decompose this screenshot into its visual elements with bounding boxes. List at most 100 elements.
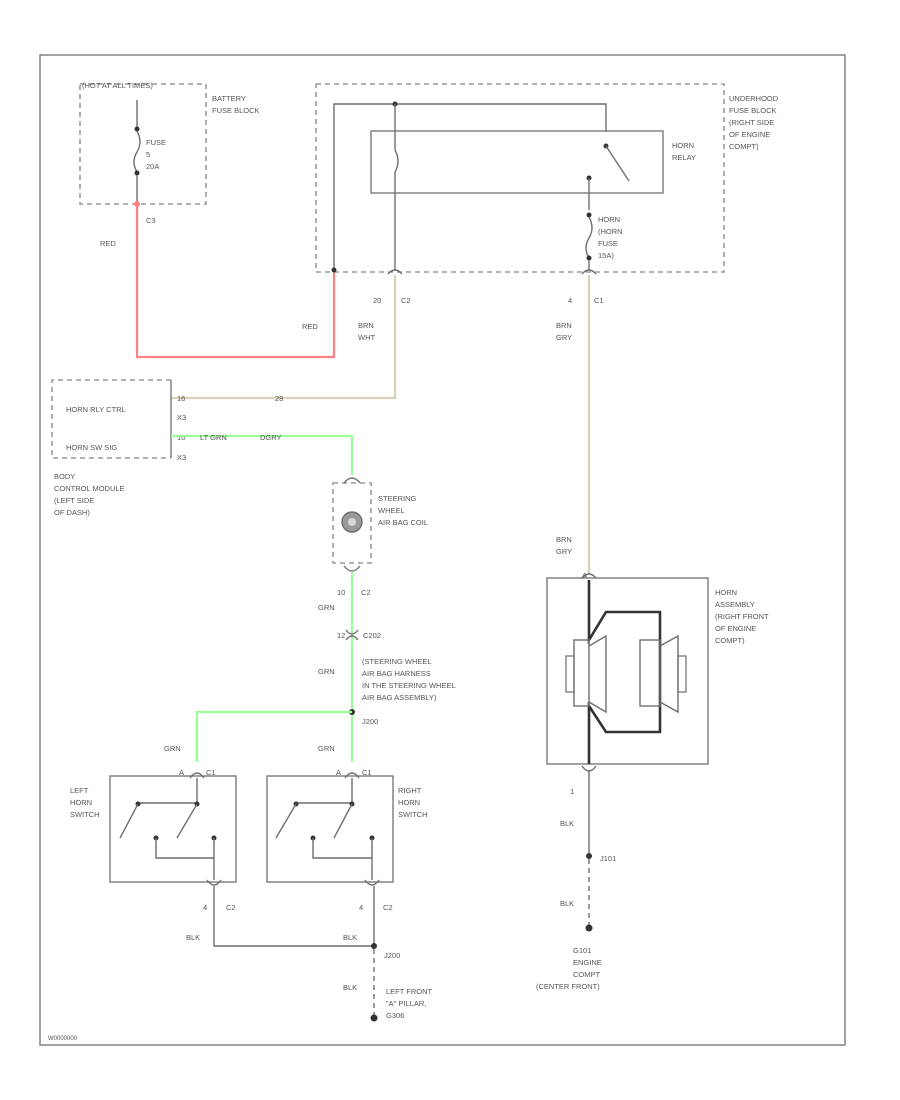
left-switch-bottom-pin: 4 [203,903,207,912]
horn-blk-label: BLK [560,819,574,828]
bcm-pin-1: 16 [177,394,185,403]
bcm-pin-1b: X3 [177,413,186,422]
left-horn-switch [109,775,237,883]
battery-fuse-block-title: BATTERY [212,94,246,103]
horn-assembly [546,577,709,765]
left-switch-label-3: SWITCH [70,810,100,819]
c202-label: C202 [363,631,381,640]
horn-label-2: ASSEMBLY [715,600,755,609]
red-wire [135,206,336,359]
brn-wht-label-1: BRN [358,321,374,330]
fuse-symbol [133,130,141,173]
horn-symbol-icon [565,580,687,764]
horn-label-3: (RIGHT FRONT [715,612,769,621]
horn-top-connector [581,573,597,579]
diagram-border [39,54,846,1046]
underhood-bus-wire [333,103,607,270]
bcm-pin-2b: X3 [177,453,186,462]
splice-label-5: J200 [362,717,378,726]
coil-label-3: AIR BAG COIL [378,518,428,527]
fuse-terminal-top [134,126,140,132]
relay-left-pin: 20 [373,296,381,305]
horn-label-4: OF ENGINE [715,624,756,633]
battery-connector-id: C3 [146,216,156,225]
bcm-wire-label-2: LT GRN [200,433,227,442]
brn-gry-label-2: GRY [556,333,572,342]
underhood-input-terminal [331,267,337,273]
grn-wire-left [195,710,352,762]
fuse-rating: 20A [146,162,159,171]
bcm-row-1: HORN RLY CTRL [66,405,126,414]
horn-label-5: COMPT) [715,636,745,645]
ground-symbol-right [585,924,593,932]
left-switch-bottom-connector [206,879,222,886]
ground-symbol-left [370,1014,378,1022]
right-switch-pin: A [336,768,341,777]
ground-right-label-4: (CENTER FRONT) [536,982,600,991]
coil-bottom-connector [343,565,361,572]
fuse-label: FUSE [146,138,166,147]
underhood-label-2: FUSE BLOCK [729,106,777,115]
splice-label-2: AIR BAG HARNESS [362,669,431,678]
horn-fuse-label-2: (HORN [598,227,623,236]
horn-fuse-label-4: 15A) [598,251,614,260]
coil-label-1: STEERING [378,494,417,503]
coil-conn: C2 [361,588,371,597]
splice-label-4: AIR BAG ASSEMBLY) [362,693,437,702]
horn-splice-label: J101 [600,854,616,863]
coil-top-connector [343,477,361,484]
lt-grn-wire [171,434,354,475]
right-switch-bottom-pin: 4 [359,903,363,912]
horn-relay-label-2: RELAY [672,153,696,162]
ground-right-label-1: G101 [573,946,591,955]
red-wire-label-2: RED [302,322,318,331]
left-switch-b-arm [176,803,198,839]
brn-wht-wire [171,275,397,400]
blk-left-label: BLK [186,933,200,942]
grn-label-2: GRN [318,667,335,676]
blk-wire-left [213,886,374,947]
ground-right-label-2: ENGINE [573,958,602,967]
ground-splice-j101 [586,853,592,859]
horn-fuse-label-1: HORN [598,215,620,224]
right-switch-return [312,838,372,859]
hot-at-all-times-label: (HOT AT ALL TIMES) [82,81,153,90]
fuse-number: 5 [146,150,150,159]
horn-bottom-pin: 1 [570,787,574,796]
underhood-fuse-block [315,83,725,273]
bcm-wire-label-3: DGRY [260,433,282,442]
diagram-code: W0000000 [48,1036,78,1042]
horn-blk-label-2: BLK [560,899,574,908]
battery-block-connector [134,201,140,207]
ground-left-label-1: LEFT FRONT [386,987,433,996]
ground-splice-label: J200 [384,951,400,960]
blk-bottom-label: BLK [343,983,357,992]
bcm-label-1: BODY [54,472,75,481]
left-switch-a-arm [119,803,139,839]
c202-connector-top [345,629,359,635]
right-switch-label-2: HORN [398,798,420,807]
ground-left-label-2: "A" PILLAR, [386,999,426,1008]
left-switch-label-2: HORN [70,798,92,807]
c202-connector-bottom [345,635,359,641]
splice-label-1: (STEERING WHEEL [362,657,432,666]
horn-relay-label-1: HORN [672,141,694,150]
relay-left-conn: C2 [401,296,411,305]
left-switch-conn: C1 [206,768,216,777]
right-switch-bus [295,778,353,804]
bcm-pin-2: 16 [177,433,185,442]
horn-relay [370,130,664,194]
relay-switch-arm [605,145,630,182]
coil-label-2: WHEEL [378,506,405,515]
left-switch-bottom-conn: C2 [226,903,236,912]
underhood-label-3: (RIGHT SIDE [729,118,774,127]
bcm-label-4: OF DASH) [54,508,90,517]
right-switch-label-3: SWITCH [398,810,428,819]
horn-top-pin: A [582,571,587,580]
horn-fuse-symbol [585,216,593,259]
air-bag-coil-center [348,518,356,526]
horn-label-1: HORN [715,588,737,597]
brn-wht-label-2: WHT [358,333,375,342]
